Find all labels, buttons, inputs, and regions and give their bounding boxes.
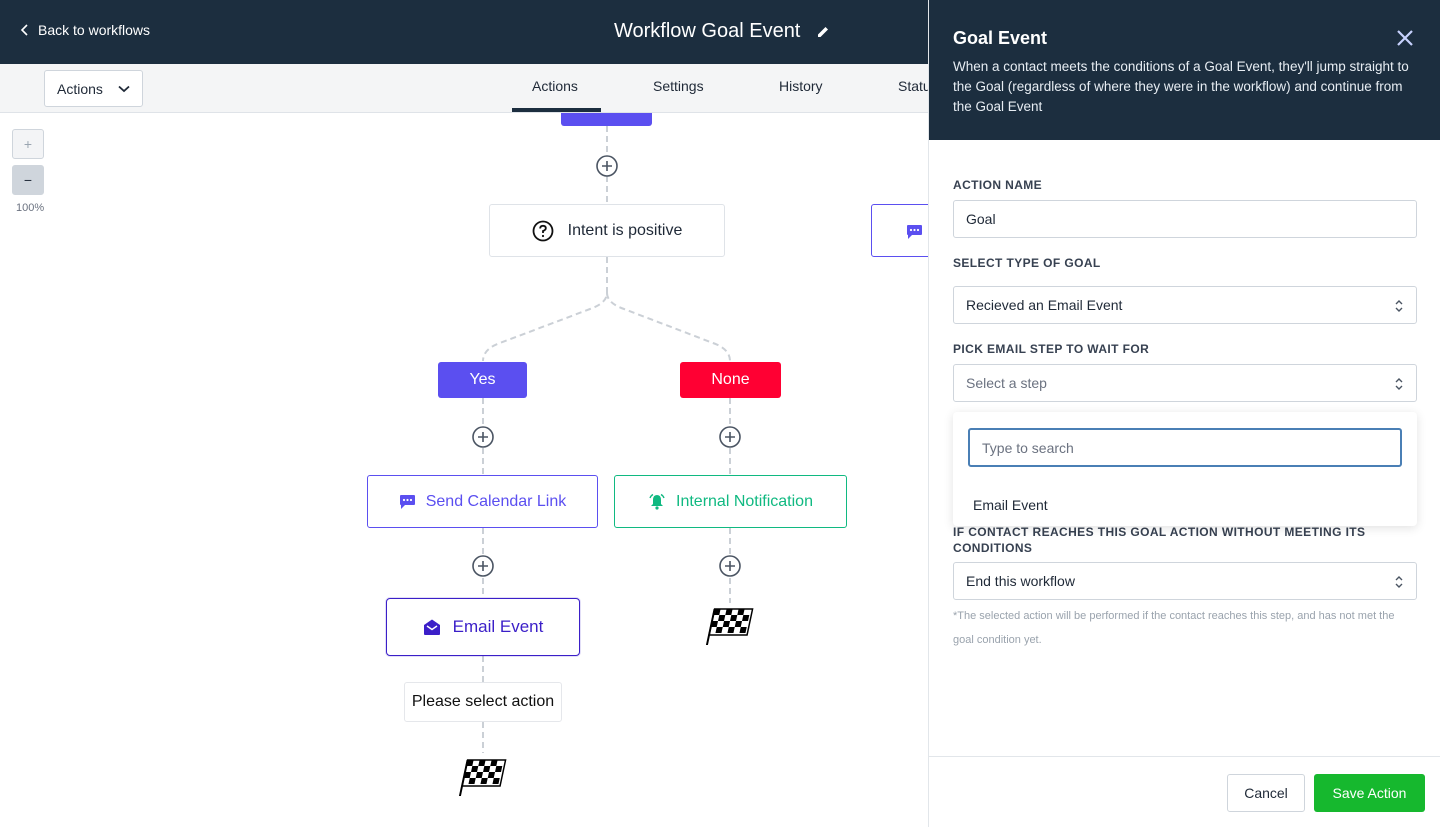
email-step-dropdown: Email Event — [953, 412, 1417, 526]
goal-type-select[interactable]: Recieved an Email Event — [953, 286, 1417, 324]
question-icon — [532, 220, 554, 241]
email-step-placeholder: Select a step — [966, 375, 1047, 391]
search-input[interactable] — [968, 428, 1402, 467]
workflow-title: Workflow Goal Event — [614, 20, 830, 43]
email-step-label: PICK EMAIL STEP TO WAIT FOR — [953, 342, 1150, 356]
condition-node[interactable]: Intent is positive — [489, 204, 725, 257]
envelope-open-icon — [423, 619, 440, 635]
goal-type-value: Recieved an Email Event — [966, 297, 1123, 313]
send-calendar-link-node[interactable]: Send Calendar Link — [367, 475, 598, 528]
tab-actions[interactable]: Actions — [532, 78, 578, 94]
workflow-canvas[interactable]: + − 100% Intent is positive Yes None — [0, 113, 928, 827]
active-tab-indicator — [512, 108, 601, 112]
back-to-workflows-link[interactable]: Back to workflows — [20, 22, 150, 38]
send-calendar-label: Send Calendar Link — [425, 492, 567, 510]
actions-dropdown[interactable]: Actions — [44, 70, 143, 107]
add-step-plus-icon[interactable] — [719, 555, 741, 577]
chevron-down-icon — [118, 85, 130, 92]
back-label: Back to workflows — [38, 22, 151, 38]
chat-icon — [907, 225, 922, 239]
zoom-out-button[interactable]: − — [12, 165, 44, 195]
pencil-icon[interactable] — [816, 25, 830, 39]
finish-flag-icon — [705, 608, 754, 645]
helper-note: *The selected action will be performed i… — [953, 610, 1395, 646]
previous-action-node[interactable] — [561, 113, 652, 126]
please-select-action-node[interactable]: Please select action — [404, 682, 562, 722]
no-match-label-line1: IF CONTACT REACHES THIS GOAL ACTION WITH… — [953, 525, 1366, 539]
internal-notification-label: Internal Notification — [676, 492, 813, 510]
add-step-plus-icon[interactable] — [719, 426, 741, 448]
email-step-select[interactable]: Select a step — [953, 364, 1417, 402]
chevron-left-icon — [20, 24, 28, 36]
action-name-input[interactable]: Goal — [953, 200, 1417, 238]
branch-yes[interactable]: Yes — [438, 362, 527, 398]
tab-status[interactable]: Statu — [898, 78, 931, 94]
action-name-value: Goal — [966, 211, 996, 227]
bell-icon — [649, 493, 665, 510]
no-match-label: IF CONTACT REACHES THIS GOAL ACTION WITH… — [953, 524, 1365, 556]
tab-history[interactable]: History — [779, 78, 823, 94]
panel-footer: Cancel Save Action — [929, 756, 1440, 827]
email-event-label: Email Event — [452, 617, 544, 636]
workflow-title-text: Workflow Goal Event — [614, 20, 801, 42]
sort-arrows-icon — [1395, 378, 1403, 390]
add-step-plus-icon[interactable] — [472, 555, 494, 577]
email-event-node[interactable]: Email Event — [386, 598, 580, 656]
sort-arrows-icon — [1395, 576, 1403, 588]
branch-none[interactable]: None — [680, 362, 781, 398]
dropdown-option[interactable]: Email Event — [973, 497, 1048, 513]
panel-description: When a contact meets the conditions of a… — [953, 59, 1409, 114]
cancel-button[interactable]: Cancel — [1227, 774, 1305, 812]
no-match-label-line2: CONDITIONS — [953, 541, 1033, 555]
goal-type-label: SELECT TYPE OF GOAL — [953, 256, 1101, 270]
workflow-toolbar: Actions Actions Settings History Statu — [0, 64, 931, 113]
panel-title: Goal Event — [953, 28, 1048, 48]
add-step-plus-icon[interactable] — [472, 426, 494, 448]
internal-notification-node[interactable]: Internal Notification — [614, 475, 847, 528]
close-icon[interactable] — [1395, 28, 1415, 48]
finish-flag-icon — [458, 759, 507, 796]
partial-action-node[interactable] — [871, 204, 928, 257]
condition-label: Intent is positive — [567, 221, 683, 239]
chat-icon — [399, 494, 415, 509]
zoom-level: 100% — [16, 202, 45, 214]
goal-event-panel: Goal Event When a contact meets the cond… — [928, 0, 1440, 827]
panel-header: Goal Event When a contact meets the cond… — [929, 0, 1440, 140]
save-action-button[interactable]: Save Action — [1314, 774, 1425, 812]
zoom-in-button[interactable]: + — [12, 129, 44, 159]
action-name-label: ACTION NAME — [953, 178, 1043, 192]
tab-settings[interactable]: Settings — [653, 78, 704, 94]
no-match-value: End this workflow — [966, 573, 1075, 589]
no-match-select[interactable]: End this workflow — [953, 562, 1417, 600]
add-step-plus-icon[interactable] — [596, 155, 618, 177]
sort-arrows-icon — [1395, 300, 1403, 312]
actions-dropdown-label: Actions — [57, 80, 103, 97]
